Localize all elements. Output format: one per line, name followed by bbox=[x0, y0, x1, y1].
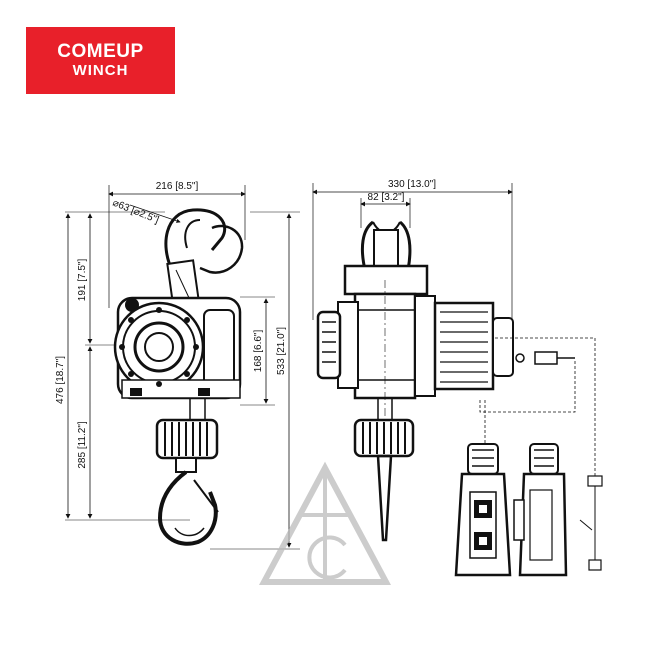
dim-overall-height: 533 [21.0"] bbox=[276, 327, 287, 375]
logo-line1: COMEUP bbox=[57, 40, 144, 62]
tc-watermark bbox=[258, 461, 392, 585]
dim-body-height: 168 [6.6"] bbox=[253, 330, 264, 373]
front-view bbox=[65, 185, 300, 550]
dim-lower-height: 285 [11.2"] bbox=[77, 421, 88, 469]
comeup-winch-logo: COMEUP WINCH bbox=[26, 27, 175, 94]
dim-upper-height: 191 [7.5"] bbox=[77, 259, 88, 302]
side-view bbox=[312, 183, 603, 577]
dim-width-side: 330 [13.0"] bbox=[388, 179, 436, 190]
logo-line2: WINCH bbox=[72, 61, 129, 79]
dim-width-front: 216 [8.5"] bbox=[156, 181, 199, 192]
dim-hook-width: 82 [3.2"] bbox=[368, 192, 405, 203]
dim-total-height: 476 [18.7"] bbox=[55, 356, 66, 404]
